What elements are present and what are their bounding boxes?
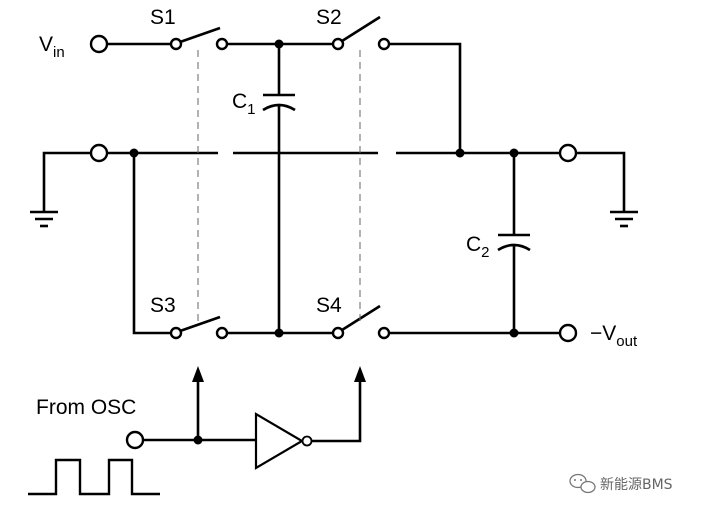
ground-icon-left [30, 210, 58, 228]
switch-actuator-links [197, 50, 361, 325]
s1-label: S1 [150, 6, 176, 29]
c2-label: C2 [466, 233, 490, 261]
switch-s3 [169, 315, 229, 340]
ground-icon-right [610, 210, 638, 228]
vout-terminal [558, 323, 578, 343]
s2-label: S2 [316, 6, 342, 29]
switch-s1 [169, 26, 229, 51]
watermark-text: 新能源BMS [600, 477, 673, 493]
square-wave-icon [28, 458, 160, 496]
s4-label: S4 [316, 294, 342, 317]
inverter-gate [254, 412, 313, 470]
capacitor-c2 [497, 153, 531, 333]
ground-rail [42, 143, 626, 212]
switch-s2 [331, 15, 391, 51]
wechat-icon [569, 473, 596, 494]
control-arrow-right [312, 366, 366, 443]
osc-input-terminal [125, 430, 256, 450]
capacitor-c1 [262, 44, 296, 333]
s3-label: S3 [150, 294, 176, 317]
top-rail [107, 42, 462, 153]
switch-s4 [331, 304, 391, 340]
c1-label: C1 [232, 90, 256, 118]
control-arrow-left [192, 366, 204, 440]
from-osc-label: From OSC [36, 396, 136, 419]
vin-terminal [89, 34, 109, 54]
vout-label: −Vout [590, 322, 638, 350]
watermark: 新能源BMS [569, 473, 673, 494]
vin-label: Vin [39, 33, 65, 61]
